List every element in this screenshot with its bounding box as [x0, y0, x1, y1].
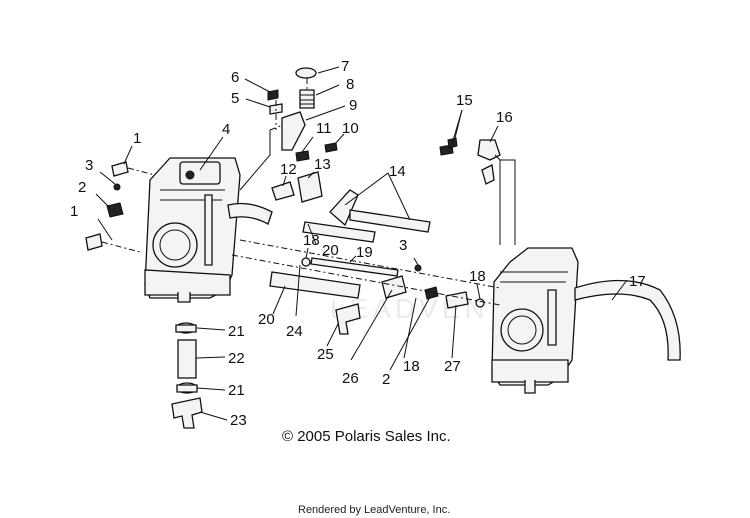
- callout-8: 8: [346, 76, 354, 93]
- callout-labels: 1 1 2 2 3 3 4 5 6 7 8 9 10 11 12 13 14 1…: [70, 58, 646, 429]
- left-carburetor: [144, 157, 273, 303]
- callout-1-lower: 1: [70, 203, 78, 220]
- callout-1-upper: 1: [133, 130, 141, 147]
- callout-20-lower: 20: [258, 311, 275, 328]
- callout-17: 17: [629, 273, 646, 290]
- callout-15: 15: [456, 92, 473, 109]
- small-parts: [85, 67, 485, 335]
- callout-26: 26: [342, 370, 359, 387]
- callout-12: 12: [280, 161, 297, 178]
- callout-2-right: 2: [382, 371, 390, 388]
- callout-18-left: 18: [303, 232, 320, 249]
- right-carburetor: [491, 247, 579, 394]
- callout-20-upper: 20: [322, 242, 339, 259]
- callout-6: 6: [231, 69, 239, 86]
- callout-16: 16: [496, 109, 513, 126]
- callout-24: 24: [286, 323, 303, 340]
- callout-2-left: 2: [78, 179, 86, 196]
- callout-14: 14: [389, 163, 406, 180]
- callout-10: 10: [342, 120, 359, 137]
- hose-17: [574, 279, 681, 361]
- callout-4: 4: [222, 121, 230, 138]
- callout-7: 7: [341, 58, 349, 75]
- callout-13: 13: [314, 156, 331, 173]
- callout-21-upper: 21: [228, 323, 245, 340]
- callout-23: 23: [230, 412, 247, 429]
- callout-18-lower: 18: [403, 358, 420, 375]
- rendered-by-text: Rendered by LeadVenture, Inc.: [298, 504, 450, 516]
- callout-3-left: 3: [85, 157, 93, 174]
- callout-11: 11: [316, 120, 332, 137]
- callout-18-right: 18: [469, 268, 486, 285]
- callout-21-lower: 21: [228, 382, 245, 399]
- leader-lines: [95, 66, 628, 421]
- callout-22: 22: [228, 350, 245, 367]
- tubes-rods: [231, 209, 501, 306]
- callout-9: 9: [349, 97, 357, 114]
- lower-parts: [171, 322, 203, 429]
- callout-3-right: 3: [399, 237, 407, 254]
- callout-25: 25: [317, 346, 334, 363]
- copyright-text: © 2005 Polaris Sales Inc.: [282, 428, 451, 445]
- callout-19: 19: [356, 244, 373, 261]
- bracket-16-assembly: [477, 139, 516, 245]
- callout-27: 27: [444, 358, 461, 375]
- bracket-9-assembly: [239, 111, 306, 191]
- callout-5: 5: [231, 90, 239, 107]
